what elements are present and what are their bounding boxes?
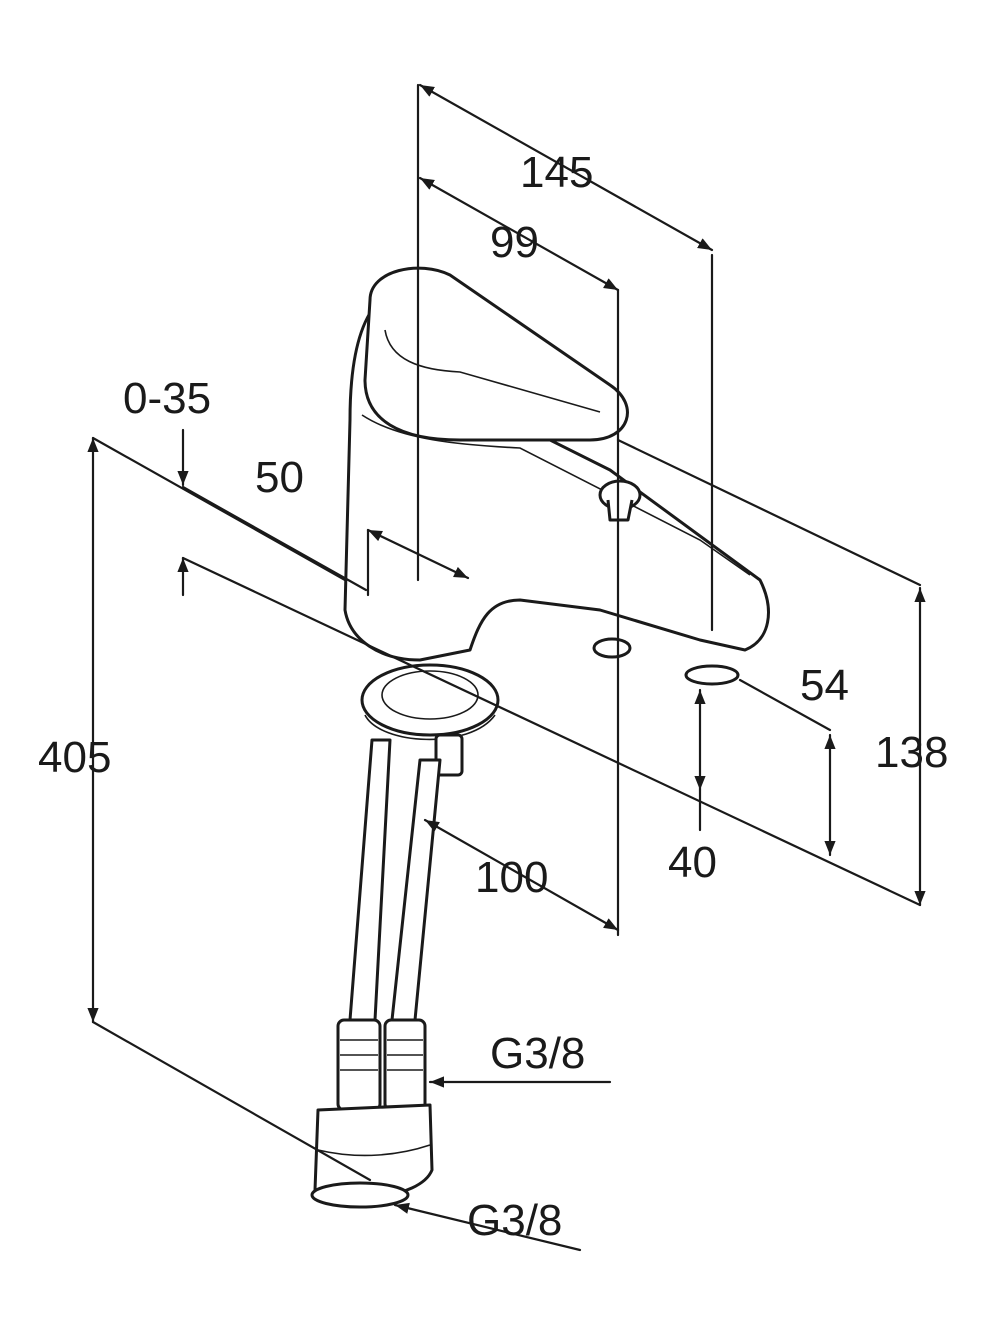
ext-405-top (91, 436, 347, 582)
dim-145-line (418, 83, 714, 252)
ext-405-bottom (91, 1020, 372, 1182)
ext-0-35 (181, 485, 368, 592)
ext-54-top (738, 678, 832, 732)
dimension-lines (87, 83, 926, 1252)
hose-right (390, 758, 442, 1022)
faucet-lever (363, 266, 629, 442)
flange-bottom (364, 714, 496, 741)
dim-99-line (418, 176, 620, 292)
outlet-right (684, 664, 740, 686)
label-405: 405 (38, 733, 111, 782)
label-145: 145 (520, 148, 593, 197)
dim-100-line (423, 818, 620, 932)
flange-inner (381, 670, 479, 720)
ext-138-top (616, 438, 922, 587)
mounting-flange (360, 663, 500, 737)
label-54: 54 (800, 661, 849, 710)
label-g38-lower: G3/8 (467, 1196, 562, 1245)
leader-g38-lower (393, 1202, 582, 1252)
dimension-labels: 145 99 0-35 50 405 100 54 40 138 G3/8 G3… (38, 148, 948, 1245)
diverter-knob-stem (606, 499, 634, 522)
fitting-bottom-thread (310, 1181, 410, 1209)
label-138: 138 (875, 728, 948, 777)
connector-thread-left (340, 1039, 378, 1071)
ext-lower-diag (181, 556, 922, 907)
label-0-35: 0-35 (123, 374, 211, 423)
hose-connector-left (336, 1018, 382, 1112)
connector-thread-right (387, 1039, 423, 1071)
lever-inner-edge (384, 329, 601, 413)
hose-left (348, 738, 392, 1022)
label-100: 100 (475, 853, 548, 902)
fitting-block-edge (317, 1144, 431, 1157)
outlet-left (592, 637, 632, 659)
hose-connector-right (383, 1018, 427, 1112)
dim-50-line (366, 528, 470, 580)
label-40: 40 (668, 838, 717, 887)
mounting-bolt (434, 733, 464, 777)
label-99: 99 (490, 218, 539, 267)
label-50: 50 (255, 453, 304, 502)
body-top-edge (361, 414, 751, 576)
label-g38-upper: G3/8 (490, 1029, 585, 1078)
